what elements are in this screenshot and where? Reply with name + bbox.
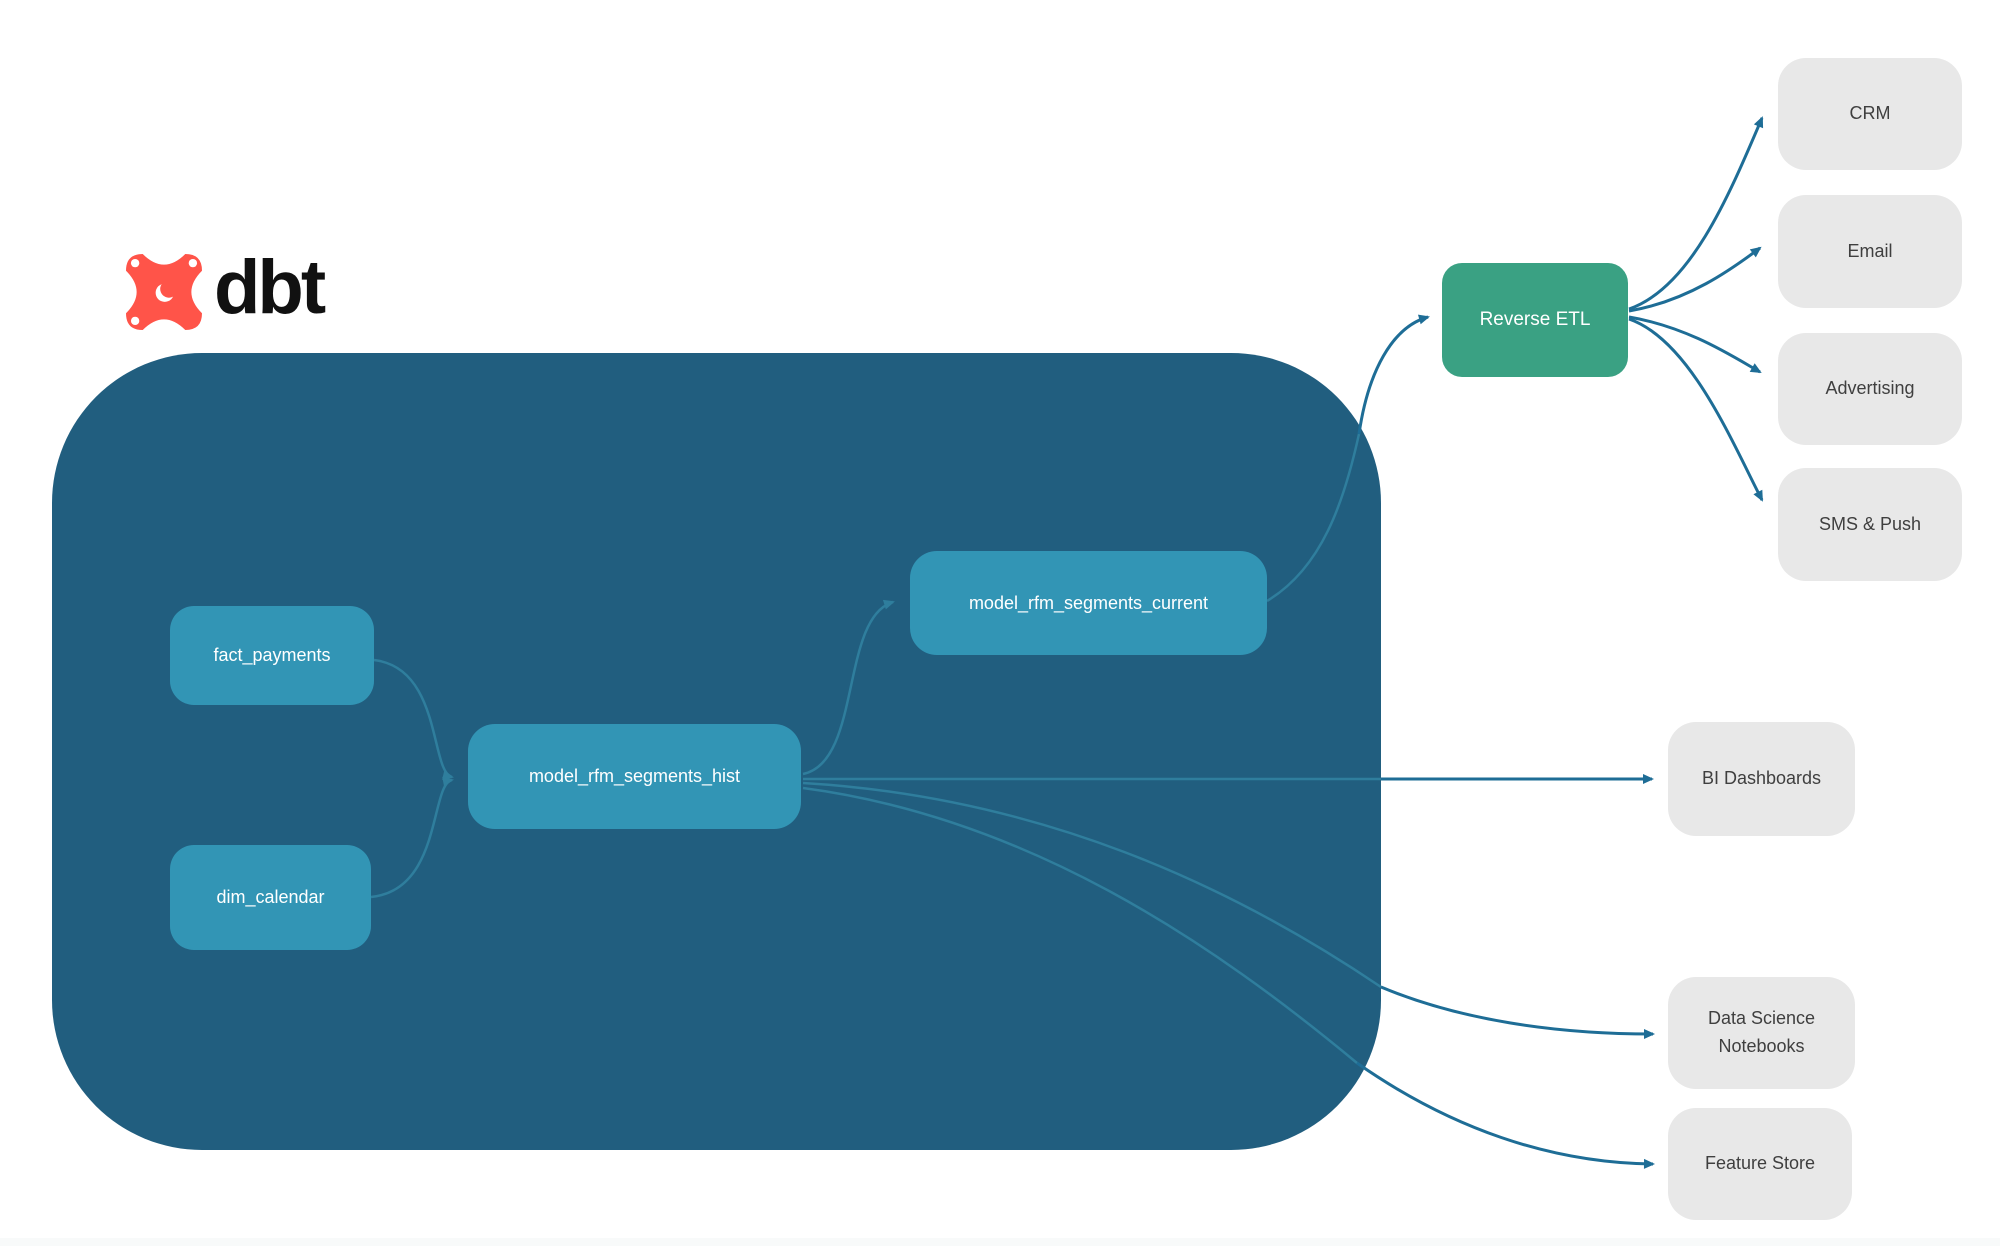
- dbt-logo: dbt: [126, 245, 326, 332]
- edge-current-to-reverse-etl: [1357, 314, 1430, 435]
- node-crm: CRM: [1778, 58, 1962, 170]
- node-advertising-label: Advertising: [1825, 378, 1915, 399]
- edge-reverse-etl-to-advertising: [1628, 315, 1762, 374]
- node-model-rfm-segments-hist: model_rfm_segments_hist: [468, 724, 801, 829]
- edge-reverse-etl-to-email: [1628, 246, 1762, 313]
- node-sms-push: SMS & Push: [1778, 468, 1962, 581]
- edge-reverse-etl-to-crm: [1628, 116, 1764, 311]
- node-bi-dashboards: BI Dashboards: [1668, 722, 1855, 836]
- node-model-rfm-segments-current: model_rfm_segments_current: [910, 551, 1267, 655]
- node-reverse-etl-label: Reverse ETL: [1479, 309, 1591, 330]
- edge-to-feature-store: [1356, 1061, 1655, 1169]
- node-crm-label: CRM: [1849, 103, 1891, 124]
- node-fact-payments-label: fact_payments: [213, 645, 331, 665]
- node-feature-store-label: Feature Store: [1704, 1153, 1816, 1174]
- edge-to-data-science-notebooks: [1380, 985, 1655, 1039]
- node-model-rfm-segments-current-label: model_rfm_segments_current: [968, 592, 1209, 613]
- node-dim-calendar-label: dim_calendar: [216, 887, 325, 907]
- page-bottom-edge: [0, 1238, 2000, 1246]
- node-data-science-notebooks-label: Data Science Notebooks: [1707, 1008, 1816, 1056]
- node-reverse-etl: Reverse ETL: [1442, 263, 1628, 377]
- node-data-science-notebooks: Data Science Notebooks: [1668, 977, 1855, 1089]
- dbt-logo-icon: [126, 254, 202, 330]
- node-feature-store: Feature Store: [1668, 1108, 1852, 1220]
- node-bi-dashboards-label: BI Dashboards: [1701, 768, 1822, 789]
- node-advertising: Advertising: [1778, 333, 1962, 445]
- node-sms-push-label: SMS & Push: [1818, 513, 1922, 534]
- node-model-rfm-segments-hist-label: model_rfm_segments_hist: [528, 766, 741, 786]
- node-email-label: Email: [1847, 240, 1893, 261]
- node-fact-payments: fact_payments: [170, 606, 374, 705]
- edge-reverse-etl-to-sms-push: [1628, 317, 1764, 502]
- node-email: Email: [1778, 195, 1962, 308]
- node-dim-calendar: dim_calendar: [170, 845, 371, 950]
- dbt-logo-text: dbt: [214, 245, 326, 330]
